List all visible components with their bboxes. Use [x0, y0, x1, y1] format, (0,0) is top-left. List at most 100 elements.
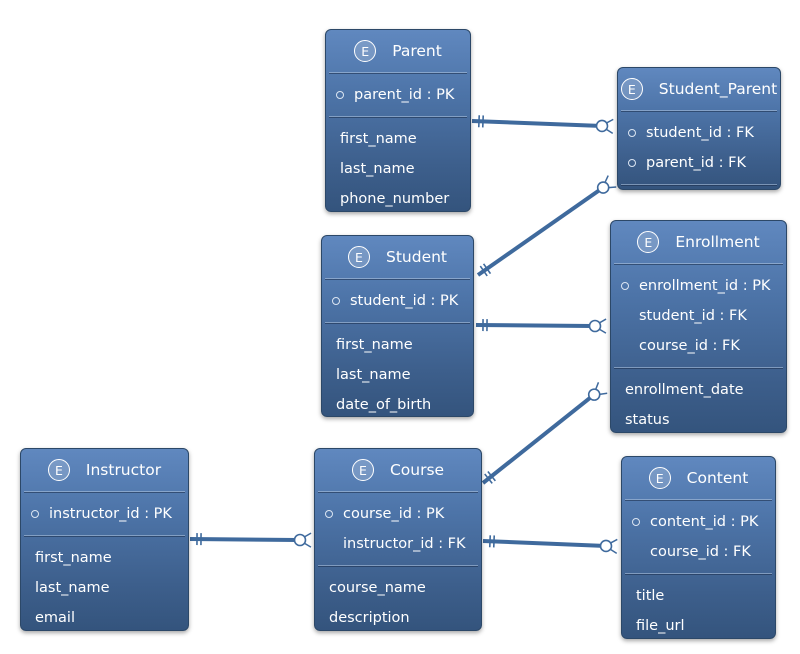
- relationship-parent-student-parent: [471, 115, 614, 135]
- cardinality-zero-or-many-icon: [595, 118, 614, 135]
- attribute-row: last_name: [326, 154, 470, 184]
- attribute-row: phone_number: [326, 184, 470, 214]
- attribute-row: status: [611, 405, 786, 435]
- attribute-label: first_name: [336, 337, 413, 353]
- key-marker-icon: [628, 159, 636, 167]
- key-row: instructor_id : FK: [315, 529, 481, 559]
- key-marker-icon: [332, 297, 340, 305]
- key-row: content_id : PK: [622, 507, 775, 537]
- key-label: student_id : FK: [639, 308, 747, 324]
- cardinality-one-icon: [477, 115, 485, 128]
- entity-icon: E: [637, 231, 660, 253]
- attribute-label: email: [35, 610, 75, 626]
- attribute-label: description: [329, 610, 410, 626]
- key-row: course_id : PK: [315, 499, 481, 529]
- key-label: parent_id : FK: [646, 155, 746, 171]
- attribute-row: date_of_birth: [322, 390, 473, 420]
- attribute-label: first_name: [35, 550, 112, 566]
- cardinality-zero-or-many-icon: [596, 175, 617, 194]
- entity-parent[interactable]: E Parent parent_id : PK first_name last_na…: [325, 29, 471, 212]
- cardinality-one-icon: [484, 470, 496, 484]
- key-label: parent_id : PK: [354, 87, 455, 103]
- key-row: instructor_id : PK: [21, 499, 188, 529]
- relationship-student-student-parent: [476, 175, 617, 277]
- entity-title: Student_Parent: [658, 80, 778, 98]
- entity-title: Instructor: [85, 461, 162, 479]
- entity-student-parent[interactable]: E Student_Parent student_id : FK parent_id…: [617, 67, 781, 190]
- entity-title: Course: [389, 461, 445, 479]
- cardinality-zero-or-many-icon: [599, 538, 618, 555]
- key-marker-icon: [628, 129, 636, 137]
- attribute-label: enrollment_date: [625, 382, 744, 398]
- cardinality-zero-or-many-icon: [588, 318, 607, 334]
- attribute-label: last_name: [336, 367, 411, 383]
- entity-icon: E: [347, 246, 370, 268]
- attribute-row: last_name: [322, 360, 473, 390]
- key-row: student_id : FK: [611, 301, 786, 331]
- entity-icon: E: [648, 467, 671, 489]
- entity-icon: E: [351, 459, 374, 481]
- attribute-label: date_of_birth: [336, 397, 432, 413]
- key-marker-icon: [31, 510, 39, 518]
- key-label: instructor_id : FK: [343, 536, 466, 552]
- key-label: course_id : PK: [343, 506, 445, 522]
- key-marker-icon: [336, 91, 344, 99]
- attribute-row: first_name: [322, 330, 473, 360]
- key-row: course_id : FK: [611, 331, 786, 361]
- attribute-label: phone_number: [340, 191, 450, 207]
- attribute-label: status: [625, 412, 670, 428]
- entity-instructor[interactable]: E Instructor instructor_id : PK first_nam…: [20, 448, 189, 631]
- key-label: instructor_id : PK: [49, 506, 172, 522]
- attribute-row: title: [622, 581, 775, 611]
- attribute-row: last_name: [21, 573, 188, 603]
- cardinality-zero-or-many-icon: [587, 382, 608, 401]
- key-label: course_id : FK: [650, 544, 751, 560]
- entity-title: Parent: [392, 42, 442, 60]
- entity-student[interactable]: E Student student_id : PK first_name last_…: [321, 235, 474, 417]
- key-marker-icon: [621, 282, 629, 290]
- cardinality-one-icon: [196, 533, 202, 546]
- key-row: student_id : FK: [618, 118, 780, 148]
- attribute-row: email: [21, 603, 188, 633]
- attribute-row: course_name: [315, 573, 481, 603]
- key-row: student_id : PK: [322, 286, 473, 316]
- entity-icon: E: [47, 459, 70, 481]
- relationship-instructor-course: [189, 532, 312, 548]
- key-marker-icon: [325, 510, 333, 518]
- entity-enrollment[interactable]: E Enrollment enrollment_id : PK student_id…: [610, 220, 787, 433]
- relationship-course-enrollment: [481, 382, 608, 485]
- attribute-label: course_name: [329, 580, 426, 596]
- attribute-label: first_name: [340, 131, 417, 147]
- entity-title: Student: [385, 248, 448, 266]
- key-label: enrollment_id : PK: [639, 278, 771, 294]
- cardinality-zero-or-many-icon: [293, 532, 312, 548]
- entity-title: Enrollment: [675, 233, 760, 251]
- key-label: student_id : PK: [350, 293, 459, 309]
- cardinality-one-icon: [488, 535, 496, 548]
- attribute-row: file_url: [622, 611, 775, 641]
- cardinality-one-icon: [479, 263, 492, 277]
- key-row: enrollment_id : PK: [611, 271, 786, 301]
- attribute-label: last_name: [340, 161, 415, 177]
- key-row: parent_id : PK: [326, 80, 470, 110]
- attribute-row: first_name: [326, 124, 470, 154]
- entity-icon: E: [620, 78, 643, 100]
- entity-content[interactable]: E Content content_id : PK course_id : FK t…: [621, 456, 776, 639]
- entity-course[interactable]: E Course course_id : PK instructor_id : FK…: [314, 448, 482, 631]
- cardinality-one-icon: [482, 319, 488, 332]
- attribute-row: description: [315, 603, 481, 633]
- key-row: parent_id : FK: [618, 148, 780, 178]
- entity-title: Content: [686, 469, 749, 487]
- attribute-label: last_name: [35, 580, 110, 596]
- key-marker-icon: [632, 518, 640, 526]
- attribute-label: file_url: [636, 618, 685, 634]
- attribute-row: enrollment_date: [611, 375, 786, 405]
- key-row: course_id : FK: [622, 537, 775, 567]
- attribute-label: title: [636, 588, 665, 604]
- key-label: student_id : FK: [646, 125, 754, 141]
- entity-icon: E: [354, 40, 377, 62]
- relationship-course-content: [482, 535, 618, 555]
- relationship-student-enrollment: [475, 318, 607, 334]
- key-label: course_id : FK: [639, 338, 740, 354]
